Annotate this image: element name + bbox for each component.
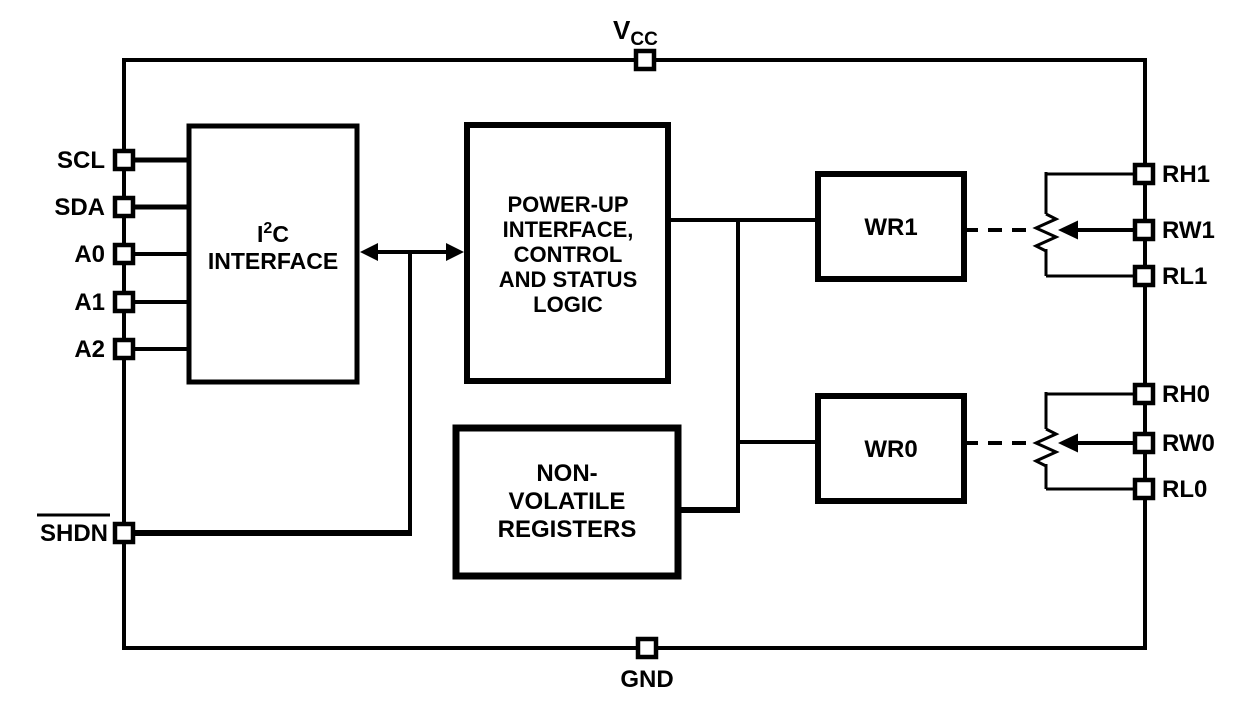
pin-square-shdn (112, 521, 136, 545)
resistor-zigzag-1-icon (1032, 212, 1060, 253)
pin-square-sda (112, 195, 136, 219)
arrow-left-icon (360, 243, 378, 261)
block-wr0-label: WR0 (864, 436, 917, 463)
arrowheads (360, 220, 1078, 453)
block-nvr-line2: VOLATILE (509, 488, 626, 515)
pin-square-rh0 (1132, 382, 1156, 406)
pin-label-rw1: RW1 (1162, 217, 1215, 244)
block-wr1-label: WR1 (864, 214, 917, 241)
block-powerup-line2: INTERFACE, (503, 217, 634, 242)
wires (124, 157, 1142, 536)
block-wr0 (815, 393, 967, 504)
pin-square-vcc (633, 48, 657, 72)
pin-labels: VCC GND SCL SDA A0 A1 A2 SHDN RH1 RW1 RL… (37, 15, 1215, 693)
pin-label-gnd: GND (620, 666, 673, 693)
pin-label-scl: SCL (57, 147, 105, 174)
pin-square-rl0 (1132, 477, 1156, 501)
block-powerup-logic (464, 122, 671, 384)
pin-square-gnd (635, 636, 659, 660)
pin-label-shdn: SHDN (40, 520, 108, 547)
pin-square-rw0 (1132, 431, 1156, 455)
block-powerup-line3: CONTROL (514, 242, 623, 267)
block-powerup-line5: LOGIC (533, 292, 603, 317)
pin-label-vcc: VCC (613, 15, 658, 50)
block-nvr-line3: REGISTERS (498, 516, 637, 543)
pin-square-a0 (112, 242, 136, 266)
pin-square-rw1 (1132, 218, 1156, 242)
pin-square-rl1 (1132, 264, 1156, 288)
pin-label-a1: A1 (74, 289, 105, 316)
block-i2c-line2: INTERFACE (208, 248, 338, 274)
block-i2c-line1: I2C (257, 220, 289, 247)
pin-label-sda: SDA (54, 194, 105, 221)
block-nonvolatile-registers (452, 424, 682, 580)
resistor-zigzag-0-icon (1032, 427, 1060, 468)
pin-square-a1 (112, 290, 136, 314)
wiper-arrow-1-icon (1058, 220, 1078, 240)
blocks: I2C INTERFACE POWER-UP INTERFACE, CONTRO… (186, 122, 967, 580)
pin-label-a2: A2 (74, 336, 105, 363)
pin-label-a0: A0 (74, 241, 105, 268)
pin-square-a2 (112, 337, 136, 361)
pin-label-rl1: RL1 (1162, 263, 1207, 290)
pin-squares (112, 48, 1156, 660)
pin-label-rh1: RH1 (1162, 161, 1210, 188)
wiper-arrow-0-icon (1058, 433, 1078, 453)
block-i2c-interface (186, 123, 360, 385)
arrow-right-icon (446, 243, 464, 261)
block-powerup-line4: AND STATUS (499, 267, 638, 292)
pin-label-rl0: RL0 (1162, 476, 1207, 503)
pin-label-rh0: RH0 (1162, 381, 1210, 408)
block-wr1 (815, 171, 967, 282)
pin-label-rw0: RW0 (1162, 430, 1215, 457)
pin-square-scl (112, 148, 136, 172)
pin-square-rh1 (1132, 162, 1156, 186)
block-powerup-line1: POWER-UP (508, 192, 629, 217)
block-nvr-line1: NON- (536, 460, 597, 487)
